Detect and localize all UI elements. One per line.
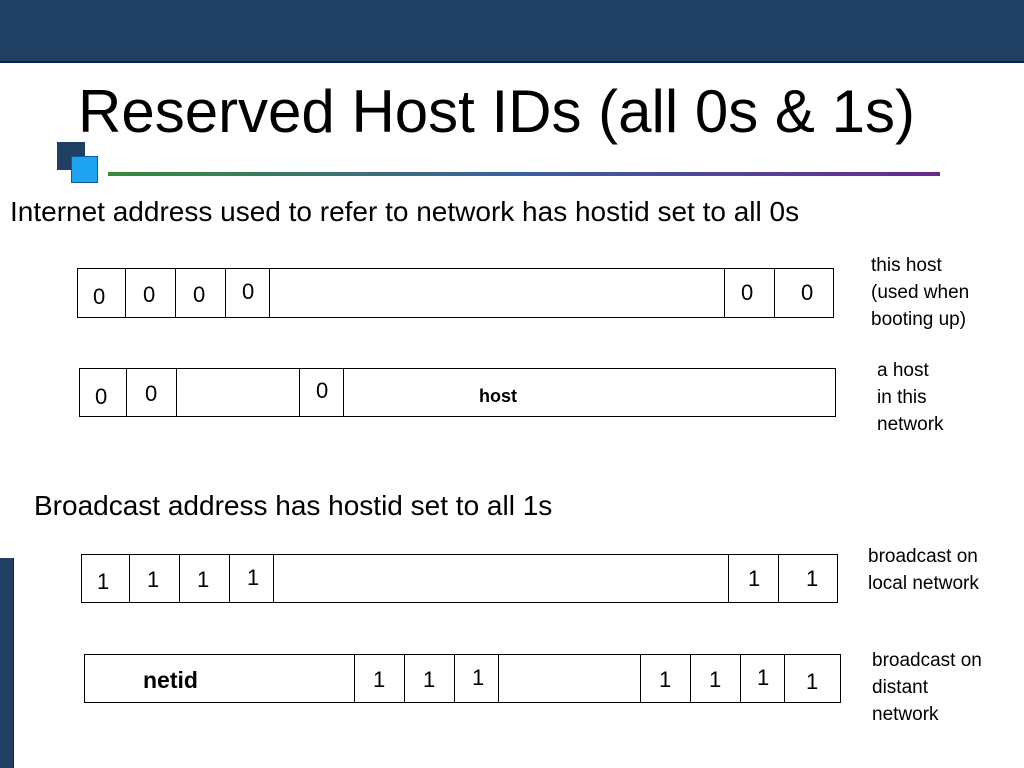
bit-zero: 0 [801,280,814,305]
note-local-broadcast: broadcast on local network [868,546,979,594]
cell-divider [229,554,230,603]
note-this-host: this host (used when booting up) [871,255,970,330]
note-distant-broadcast: broadcast on distant network [872,650,982,725]
left-accent-bar [0,558,14,768]
cell-divider [498,654,499,703]
host-field-label: host [479,386,517,406]
bit-one: 1 [709,667,722,692]
cell-divider [129,554,130,603]
cell-divider [179,554,180,603]
cell-divider [778,554,779,603]
bit-one: 1 [97,569,110,594]
cell-divider [740,654,741,703]
bit-one: 1 [373,667,386,692]
note-host-in-network: a host in this network [877,360,944,435]
cell-divider [175,268,176,318]
top-banner [0,0,1024,63]
cell-divider [273,554,274,603]
slide-title: Reserved Host IDs (all 0s & 1s) [78,78,915,145]
address-box [79,368,836,417]
address-box [77,268,834,318]
bit-one: 1 [472,665,485,690]
section-heading-all-zeros: Internet address used to refer to networ… [10,196,800,227]
bit-one: 1 [806,669,819,694]
decor-square-light [71,156,98,183]
bit-one: 1 [147,567,160,592]
bit-one: 1 [748,566,761,591]
section-heading-all-ones: Broadcast address has hostid set to all … [34,490,553,521]
address-box [84,654,841,703]
bit-zero: 0 [242,279,255,304]
bit-one: 1 [659,667,672,692]
cell-divider [354,654,355,703]
bit-one: 1 [423,667,436,692]
cell-divider [690,654,691,703]
bit-zero: 0 [741,280,754,305]
cell-divider [125,268,126,318]
cell-divider [269,268,270,318]
cell-divider [126,368,127,417]
cell-divider [299,368,300,417]
cell-divider [784,654,785,703]
bit-one: 1 [247,565,260,590]
cell-divider [343,368,344,417]
netid-field-label: netid [143,667,198,693]
bit-zero: 0 [145,381,158,406]
bit-zero: 0 [143,282,156,307]
cell-divider [728,554,729,603]
bit-one: 1 [806,566,819,591]
cell-divider [176,368,177,417]
bit-one: 1 [197,567,210,592]
bit-zero: 0 [193,282,206,307]
bit-one: 1 [757,665,770,690]
cell-divider [724,268,725,318]
bit-zero: 0 [93,284,106,309]
bit-zero: 0 [316,378,329,403]
cell-divider [640,654,641,703]
cell-divider [454,654,455,703]
cell-divider [225,268,226,318]
cell-divider [774,268,775,318]
title-underline [108,172,940,176]
bit-zero: 0 [95,384,108,409]
address-box [81,554,838,603]
cell-divider [404,654,405,703]
